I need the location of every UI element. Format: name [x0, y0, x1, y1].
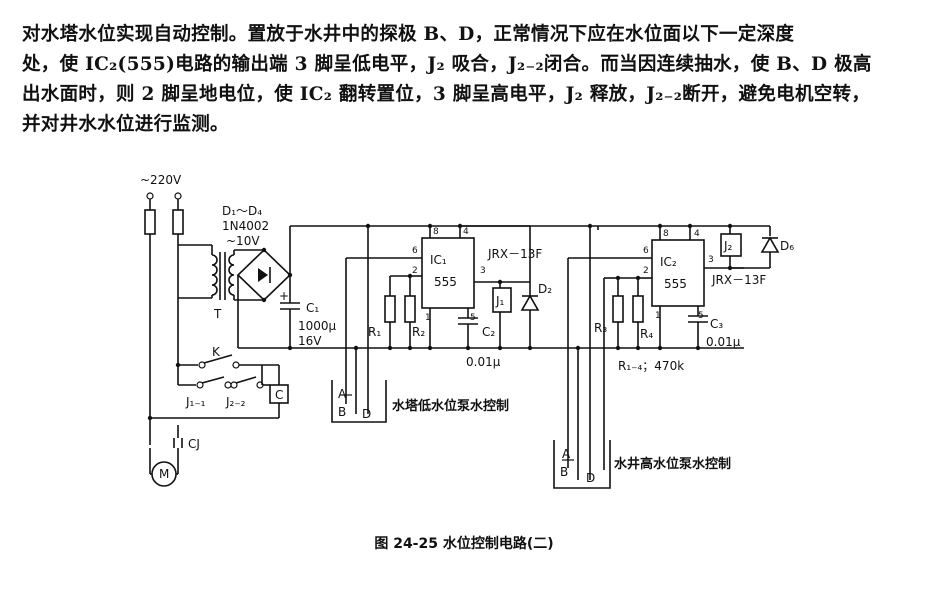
diode-d6-label: D₆ [780, 239, 794, 253]
ic2-pin-3: 3 [708, 255, 714, 265]
ic1-chip [421, 237, 475, 309]
diode-d2-icon [520, 294, 540, 311]
description-paragraph: 对水塔水位实现自动控制。置放于水井中的探极 B、D，正常情况下应在水位面以下一定… [22, 20, 912, 140]
switch-k-contact [198, 361, 206, 369]
tank2-label: 水井高水位泵水控制 [614, 456, 731, 472]
ic1-pin-1: 1 [425, 313, 431, 323]
r4-label: R₄ [640, 327, 653, 341]
terminal-l [146, 192, 154, 200]
fuse-2 [172, 209, 184, 235]
tank1-label: 水塔低水位泵水控制 [392, 398, 509, 414]
ic1-pin-3: 3 [480, 266, 486, 276]
ic1-pin-8: 8 [433, 227, 439, 237]
ic2-type: 555 [664, 277, 687, 291]
c1-plus: + [279, 289, 289, 303]
transformer: T [178, 244, 235, 321]
control-contacts: K J₁₋₁ J₂₋₂ C CJ M [147, 345, 289, 487]
diode-d2-label: D₂ [538, 282, 552, 296]
paragraph-line: 对水塔水位实现自动控制。置放于水井中的探极 B、D，正常情况下应在水位面以下一定… [22, 24, 795, 45]
ic1-pin-6: 6 [412, 246, 418, 256]
junctions [287, 223, 733, 351]
ic2-pin-4: 4 [694, 229, 700, 239]
contact-j11-label: J₁₋₁ [185, 395, 206, 409]
resistor-r2 [404, 295, 416, 323]
figure-caption: 图 24-25 水位控制电路(二) [374, 536, 554, 552]
ic2-pin-2: 2 [643, 266, 649, 276]
tank1-probe-a: A [338, 387, 347, 401]
supply-label: ~220V [140, 173, 182, 187]
r1-label: R₁ [368, 325, 381, 339]
secondary-voltage-label: ~10V [226, 234, 260, 248]
contactor-label: CJ [188, 437, 200, 451]
terminal-n [174, 192, 182, 200]
bridge-diodes-label: D₁～D₄ [222, 204, 262, 218]
ic2-label: IC₂ [660, 255, 677, 269]
tank1-probe-d: D [362, 407, 371, 421]
bridge-diode-icon [258, 268, 268, 282]
tank1-probe-b: B [338, 405, 346, 419]
c1-label: C₁ [306, 301, 319, 315]
paragraph-line: 处，使 IC₂(555)电路的输出端 3 脚呈低电平，J₂ 吸合，J₂₋₂闭合。… [22, 54, 872, 75]
tank2-probe-a: A [562, 447, 571, 461]
relay1-type: JRX－13F [487, 247, 542, 261]
transformer-label: T [213, 307, 222, 321]
r2-label: R₂ [412, 325, 425, 339]
c2-label: C₂ [482, 325, 495, 339]
c2-value: 0.01μ [466, 355, 501, 369]
relay-j2-label: J₂ [723, 239, 733, 253]
fuse-1 [144, 209, 156, 235]
paragraph-line: 出水面时，则 2 脚呈地电位，使 IC₂ 翻转置位，3 脚呈高电平，J₂ 释放，… [22, 84, 871, 105]
coil-c-label: C [275, 388, 283, 402]
bridge-part-label: 1N4002 [222, 219, 269, 233]
paragraph-line: 并对井水水位进行监测。 [22, 114, 229, 135]
c3-value: 0.01μ [706, 335, 741, 349]
resistor-r1 [384, 295, 396, 323]
diode-d6-icon [760, 236, 780, 253]
r-value: R₁₋₄；470k [618, 359, 684, 373]
resistor-r4 [632, 295, 644, 323]
ic1-section: IC₁ 555 8 4 6 2 3 1 5 R₁ R₂ C₂ 0.01μ JRX… [345, 225, 552, 395]
c1-voltage: 16V [298, 334, 322, 348]
ic2-pin-1: 1 [655, 311, 661, 321]
capacitor-c1: + C₁ 1000μ 16V [279, 275, 337, 348]
r3-label: R₃ [594, 321, 607, 335]
tank-1: A B D 水塔低水位泵水控制 [331, 348, 509, 423]
c3-label: C₃ [710, 317, 723, 331]
ic1-type: 555 [434, 275, 457, 289]
relay-j1-label: J₁ [495, 294, 505, 308]
switch-k-label: K [212, 345, 221, 359]
ic1-pin-2: 2 [412, 266, 418, 276]
ic2-pin-6: 6 [643, 246, 649, 256]
ic2-pin-8: 8 [663, 229, 669, 239]
tank-2-outline [553, 440, 611, 489]
bridge-rectifier: D₁～D₄ 1N4002 ~10V [222, 204, 598, 348]
ic2-chip [651, 239, 705, 307]
relay2-type: JRX－13F [711, 273, 766, 287]
contact-j22-label: J₂₋₂ [225, 395, 246, 409]
relay-j2-coil [720, 233, 742, 257]
tank2-probe-b: B [560, 465, 568, 479]
ic2-section: IC₂ 555 8 4 6 2 3 1 5 R₃ R₄ R₁₋₄；470k C₃… [567, 225, 794, 470]
tank2-probe-d: D [586, 471, 595, 485]
tank-2: A B D 水井高水位泵水控制 [553, 348, 731, 489]
tank-1-outline [331, 380, 387, 423]
ic1-pin-4: 4 [463, 227, 469, 237]
relay-j1-coil [492, 287, 512, 313]
resistor-r3 [612, 295, 624, 323]
c1-value: 1000μ [298, 319, 337, 333]
motor-label: M [159, 467, 169, 481]
ic1-label: IC₁ [430, 253, 447, 267]
mains-supply: ~220V [140, 173, 184, 445]
